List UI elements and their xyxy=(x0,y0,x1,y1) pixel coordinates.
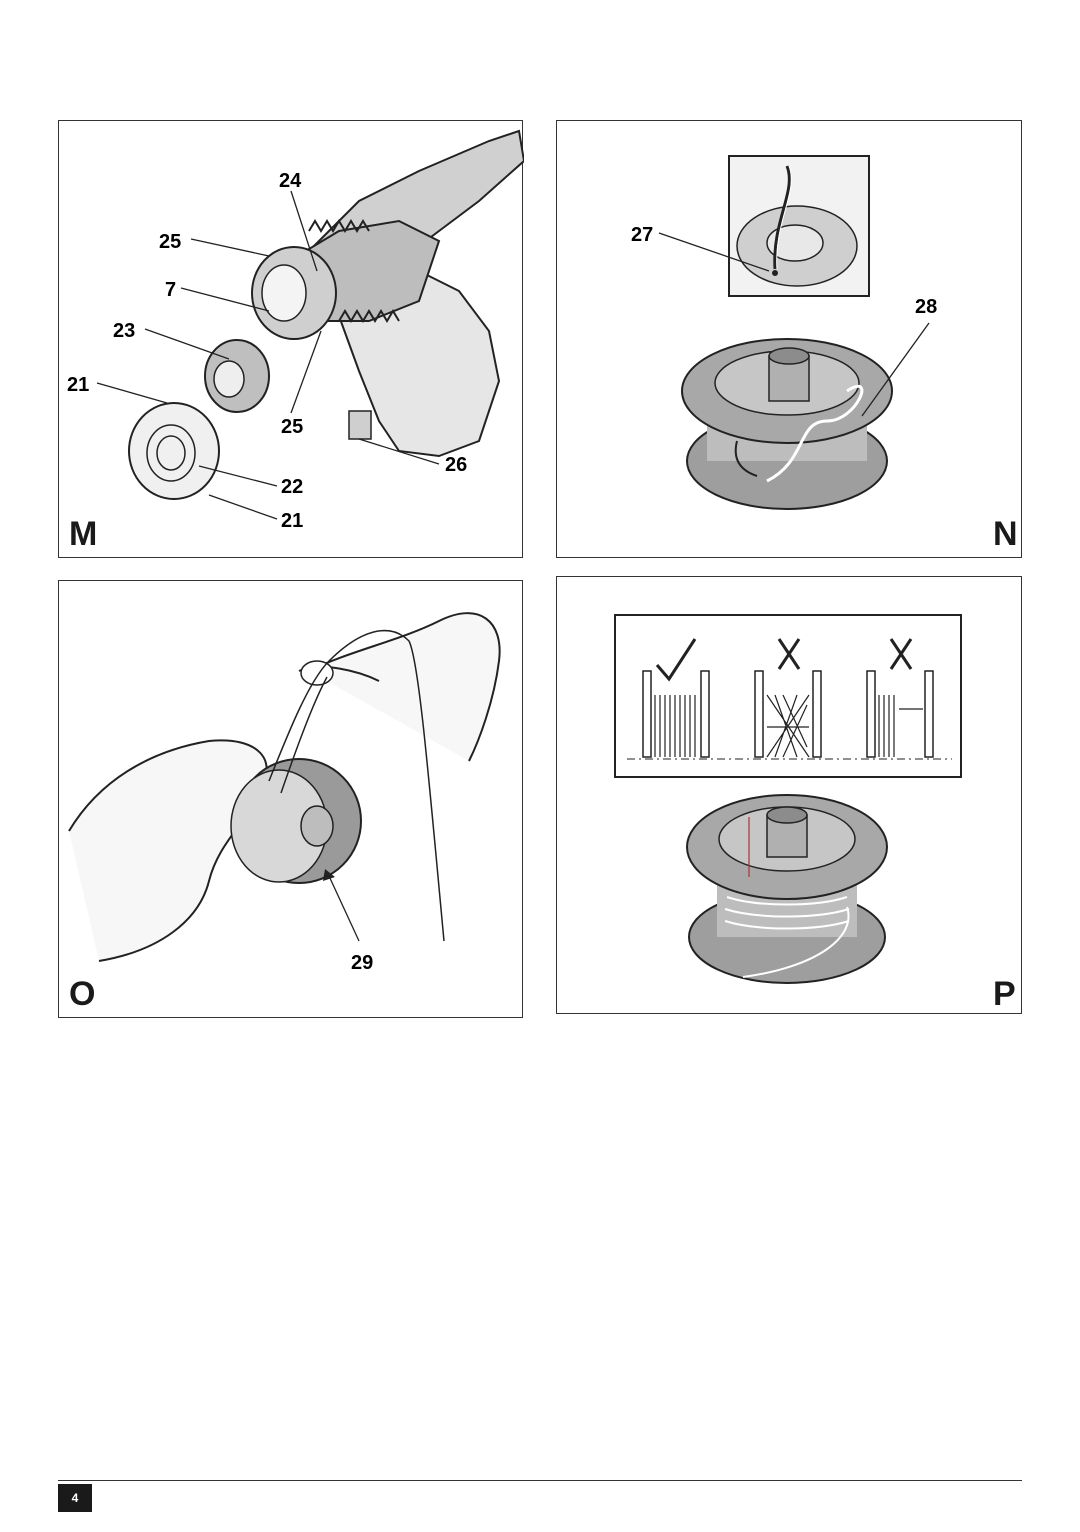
page-number: 4 xyxy=(58,1484,92,1512)
callout-27: 27 xyxy=(631,224,653,246)
figure-panel-o: 29 O xyxy=(58,580,523,1018)
callout-24: 24 xyxy=(279,170,302,192)
callout-29: 29 xyxy=(351,952,373,974)
incorrect-x-icon-2 xyxy=(889,638,913,670)
winding-line-hands-illustration: 29 xyxy=(68,612,501,974)
callout-25-top: 25 xyxy=(159,231,181,253)
figure-panel-p: P xyxy=(556,576,1022,1014)
callout-26: 26 xyxy=(445,454,467,476)
panel-letter-n: N xyxy=(993,515,1018,553)
spool-line-insertion-illustration: 27 28 xyxy=(631,155,937,510)
panel-letter-o: O xyxy=(69,975,96,1013)
correct-check-icon xyxy=(655,638,697,682)
trimmer-head-exploded-illustration: 24 25 7 23 21 25 26 22 21 xyxy=(67,129,524,532)
callout-28: 28 xyxy=(915,296,937,318)
callout-25-bottom: 25 xyxy=(281,416,303,438)
panel-letter-m: M xyxy=(69,515,98,553)
incorrect-x-icon-1 xyxy=(777,638,801,670)
callout-7: 7 xyxy=(165,279,176,301)
figure-panel-n: 27 28 N xyxy=(556,120,1022,558)
callout-21-bottom: 21 xyxy=(281,510,303,532)
footer-rule xyxy=(58,1480,1022,1481)
callout-21-top: 21 xyxy=(67,374,89,396)
winding-correct-incorrect-illustration xyxy=(614,614,962,984)
callout-23: 23 xyxy=(113,320,135,342)
callout-22: 22 xyxy=(281,476,303,498)
panel-letter-p: P xyxy=(993,975,1016,1013)
figure-panel-m: 24 25 7 23 21 25 26 22 21 M xyxy=(58,120,524,558)
